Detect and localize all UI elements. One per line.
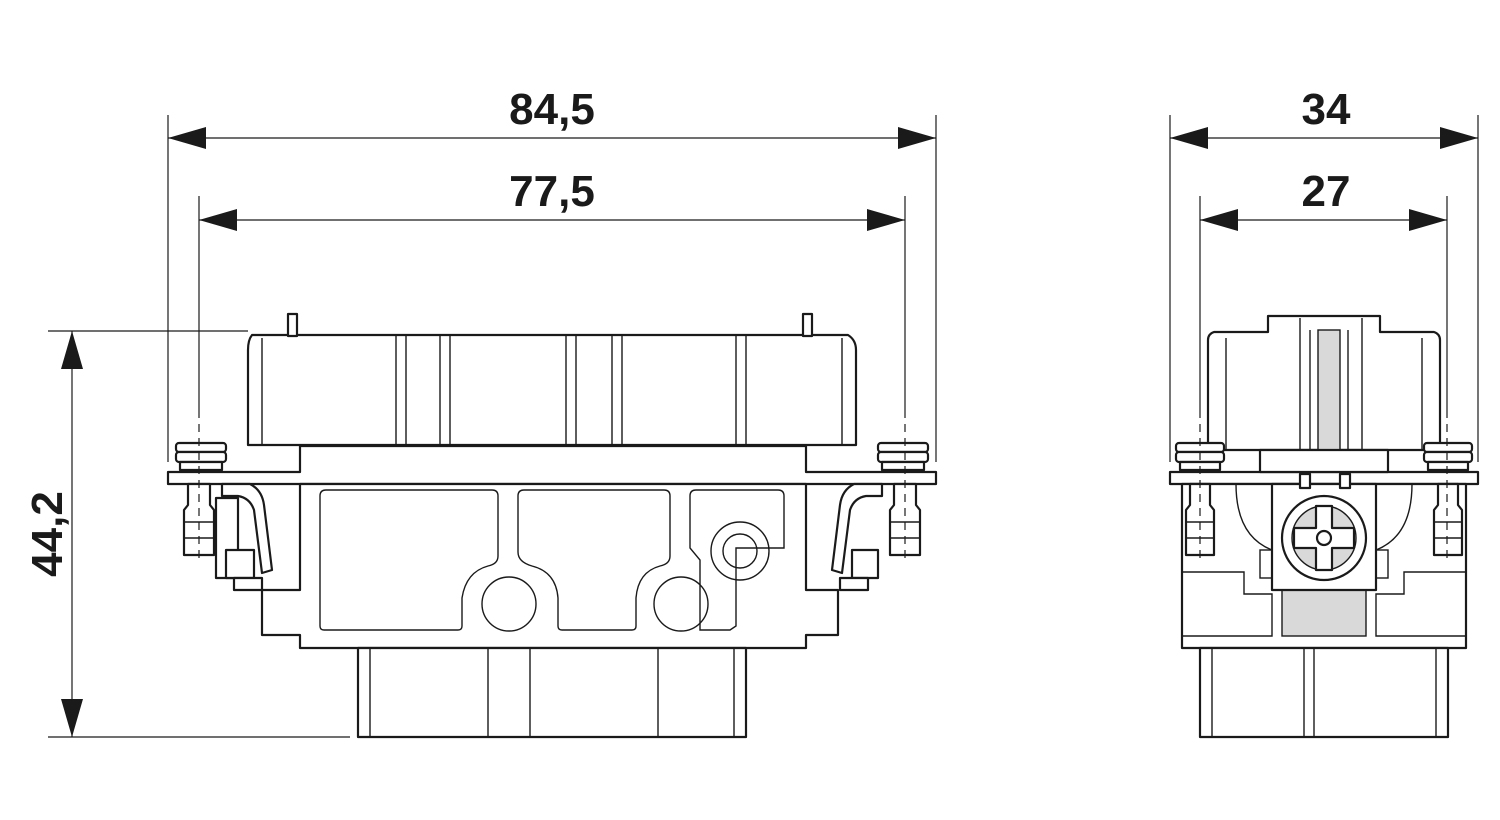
- side-right-mounting-screw: [1422, 410, 1474, 560]
- terminal-screw: [1280, 472, 1368, 582]
- dimension-label-77-5: 77,5: [509, 167, 595, 216]
- dimension-label-44-2: 44,2: [23, 491, 72, 577]
- right-latch: [830, 482, 884, 592]
- front-width-overall-dimension: 84,5: [167, 85, 937, 462]
- dimension-label-27: 27: [1302, 167, 1351, 216]
- right-mounting-screw: [876, 410, 930, 560]
- dimension-label-84-5: 84,5: [509, 85, 595, 134]
- connector-side-view: [1168, 314, 1480, 739]
- front-height-dimension: 44,2: [23, 330, 350, 738]
- side-width-mount-dimension: 27: [1199, 167, 1448, 410]
- left-latch: [214, 482, 274, 592]
- left-mounting-screw: [174, 410, 228, 560]
- dimension-label-34: 34: [1302, 85, 1351, 134]
- side-left-mounting-screw: [1174, 410, 1226, 560]
- front-width-mount-dimension: 77,5: [198, 167, 906, 410]
- side-width-overall-dimension: 34: [1169, 85, 1479, 462]
- connector-front-view: [166, 312, 938, 739]
